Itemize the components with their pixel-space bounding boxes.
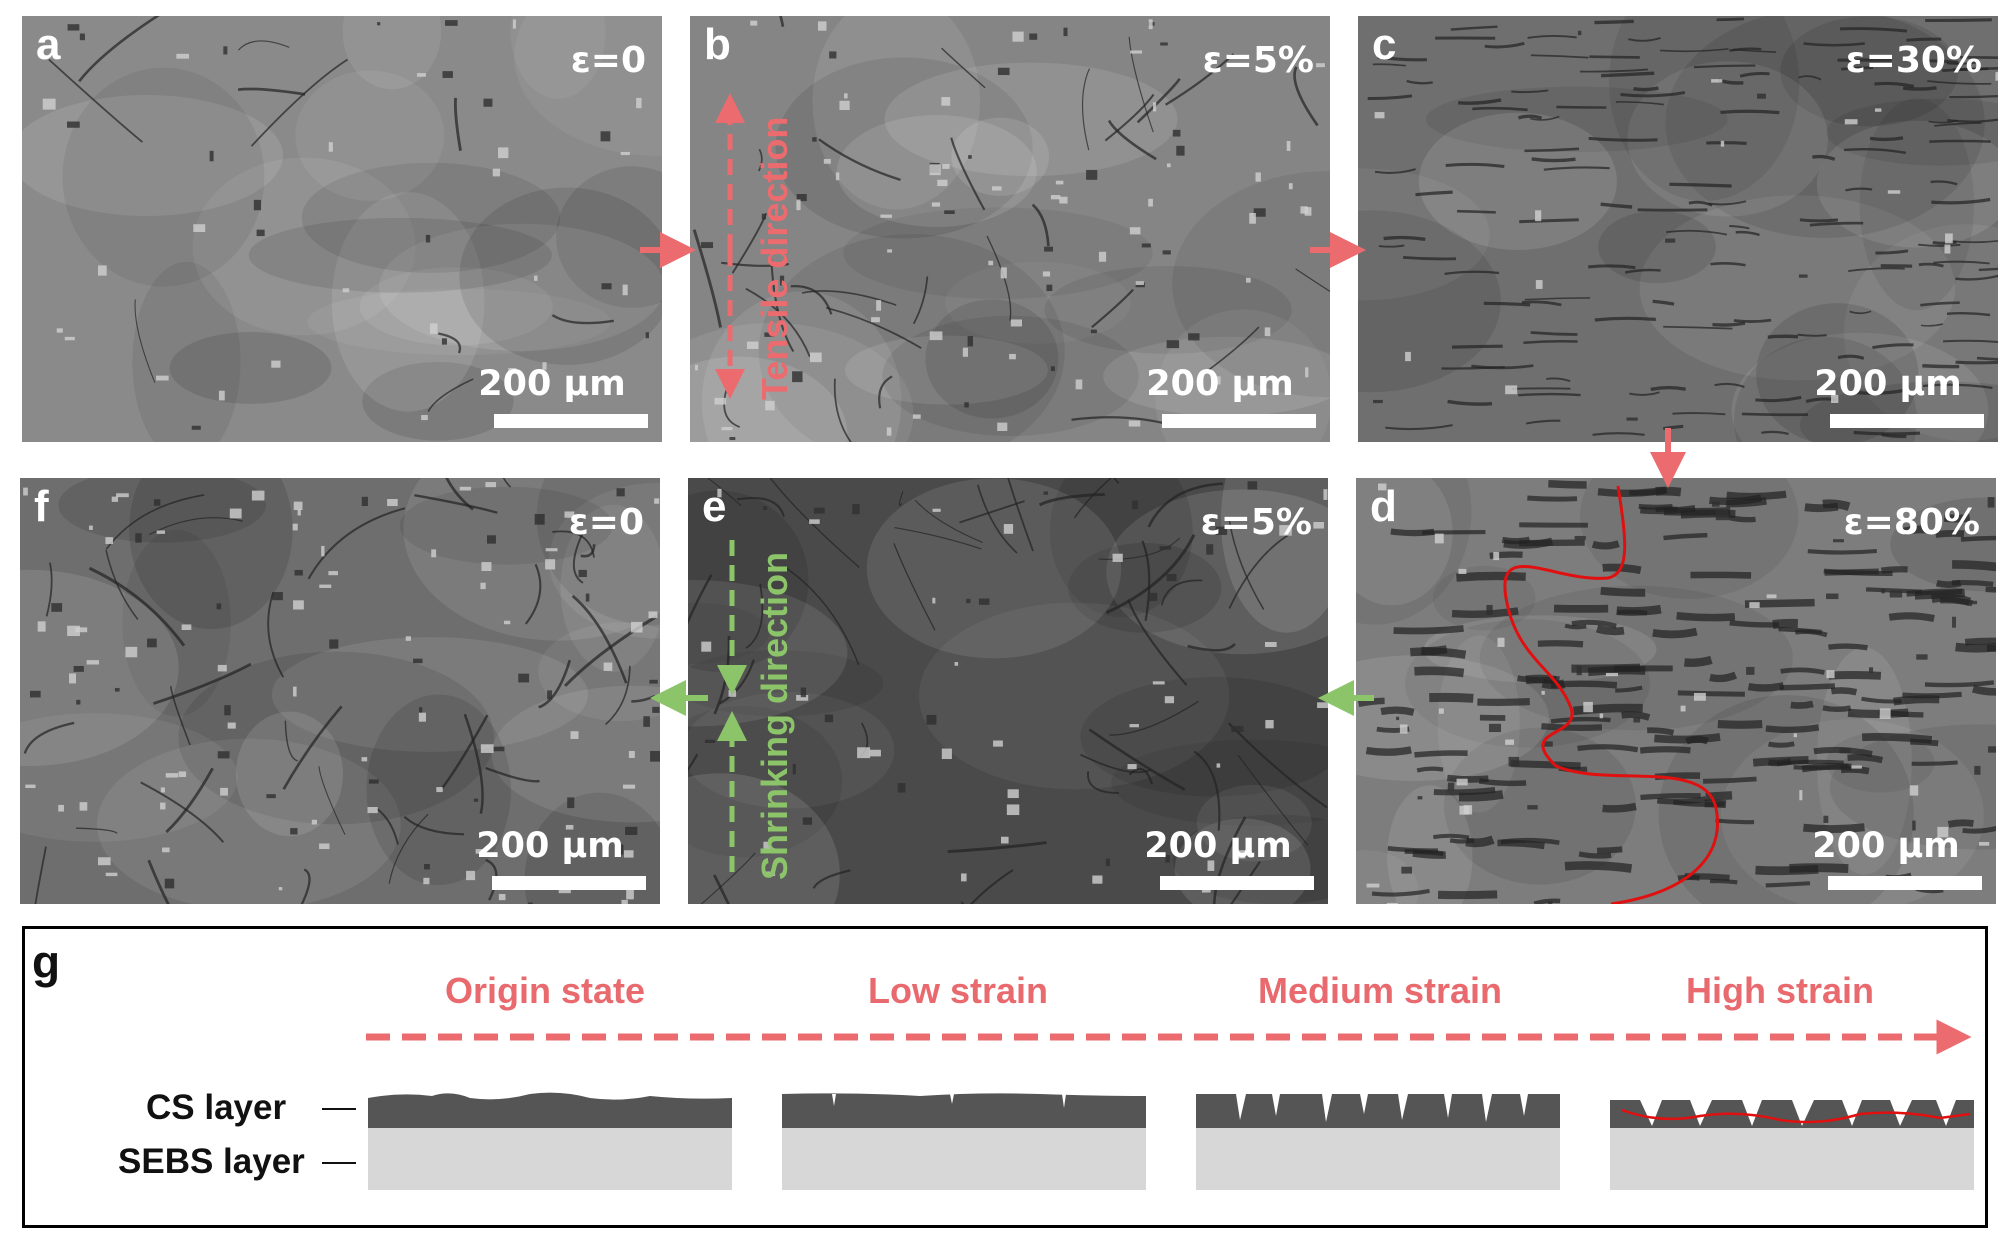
scale-bar-d [1828,876,1982,890]
scale-text-d: 200 μm [1812,826,1960,866]
sem-panel-f: f ε=0 200 μm [20,478,660,904]
scale-bar-e [1160,876,1314,890]
stage-low-label: Low strain [867,970,1049,1011]
sem-texture-f [20,478,660,904]
scale-text-b: 200 μm [1146,364,1294,404]
strain-label-c: ε=30% [1845,40,1982,81]
panel-label-f: f [34,482,49,531]
panel-label-a: a [36,20,61,69]
panel-label-d: d [1370,482,1397,531]
schematic-panel-g [22,926,1988,1228]
shrinking-direction-label: Shrinking direction [754,551,795,880]
scale-text-c: 200 μm [1814,364,1962,404]
scale-text-f: 200 μm [476,826,624,866]
scale-text-a: 200 μm [478,364,626,404]
sebs-layer-label: SEBS layer [118,1142,305,1181]
sem-panel-d: d ε=80% 200 μm [1356,478,1996,904]
sebs-layer-origin [368,1128,732,1190]
strain-label-a: ε=0 [570,40,646,81]
tensile-direction-label: Tensile direction [754,116,795,400]
scale-bar-b [1162,414,1316,428]
sem-panel-b: b ε=5% 200 μm [690,16,1330,442]
sebs-layer-high [1610,1128,1974,1190]
panel-label-g: g [32,936,61,988]
scale-bar-c [1830,414,1984,428]
strain-label-d: ε=80% [1843,502,1980,543]
stage-high-label: High strain [1685,970,1874,1011]
scale-bar-f [492,876,646,890]
sem-panel-e: e ε=5% 200 μm [688,478,1328,904]
sem-texture-a [22,16,662,442]
cs-layer-leader [322,1108,356,1110]
sebs-layer-leader [322,1162,356,1164]
scale-text-e: 200 μm [1144,826,1292,866]
stage-medium-label: Medium strain [1257,970,1503,1011]
sem-panel-a: a ε=0 200 μm [22,16,662,442]
panel-label-b: b [704,20,731,69]
strain-label-e: ε=5% [1200,502,1312,543]
cs-layer-label: CS layer [146,1088,287,1127]
sem-texture-b [690,16,1330,442]
strain-label-f: ε=0 [568,502,644,543]
sebs-layer-medium [1196,1128,1560,1190]
panel-label-e: e [702,482,727,531]
sem-texture-e [688,478,1328,904]
stage-origin-label: Origin state [444,970,646,1011]
scale-bar-a [494,414,648,428]
strain-label-b: ε=5% [1202,40,1314,81]
sem-panel-c: c ε=30% 200 μm [1358,16,1998,442]
panel-label-c: c [1372,20,1397,69]
sebs-layer-low [782,1128,1146,1190]
